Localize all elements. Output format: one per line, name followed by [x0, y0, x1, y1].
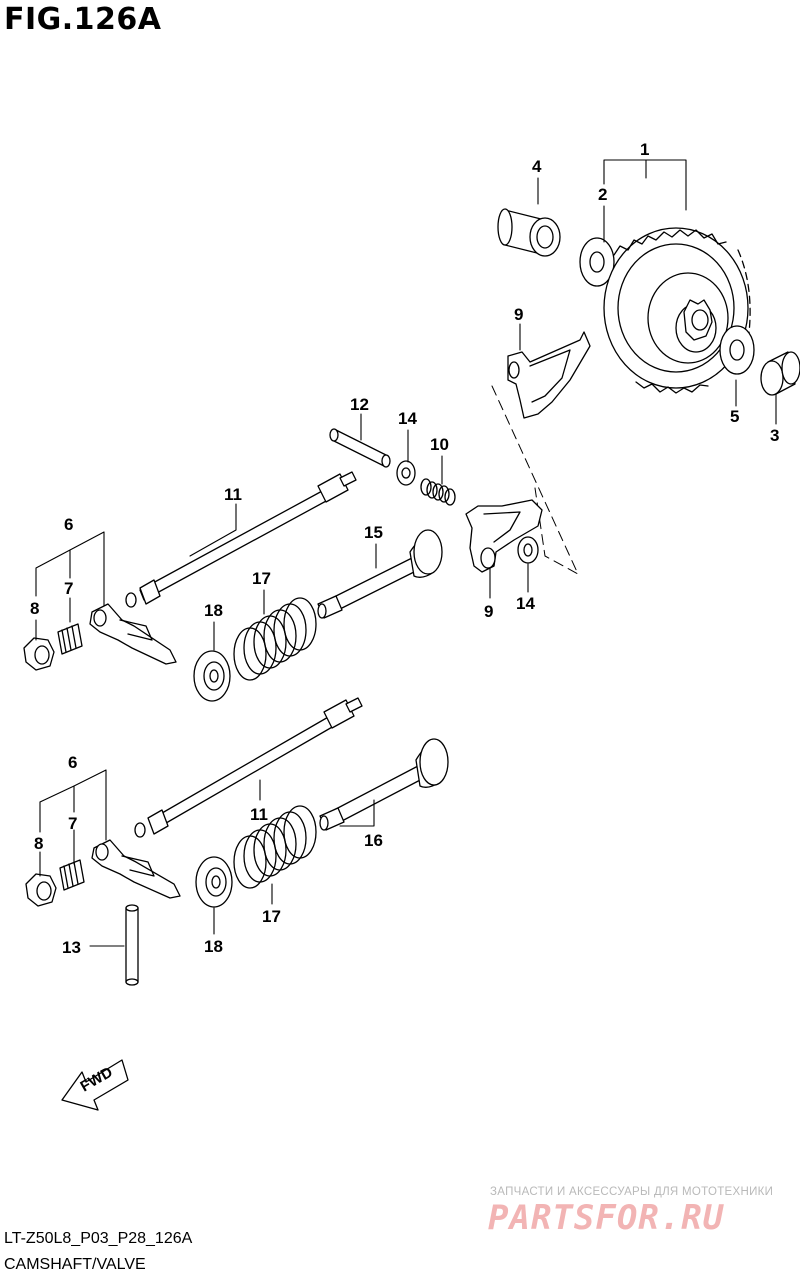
- part-2-washer[interactable]: [579, 237, 615, 287]
- callout-7-upper: 7: [64, 579, 73, 598]
- part-12-pin[interactable]: [329, 428, 391, 468]
- fwd-arrow: FWD: [61, 1059, 129, 1111]
- callout-8-upper: 8: [30, 599, 39, 618]
- callout-13: 13: [62, 938, 81, 957]
- part-17-spring-lower[interactable]: [233, 805, 317, 889]
- part-17-spring-upper[interactable]: [233, 597, 317, 681]
- part-11-rod-upper[interactable]: [125, 471, 357, 608]
- callout-17-upper: 17: [252, 569, 271, 588]
- part-14-washer-upper[interactable]: [396, 460, 416, 486]
- callout-2: 2: [598, 185, 607, 204]
- callout-1: 1: [640, 140, 649, 159]
- part-8-nut-lower[interactable]: [25, 873, 57, 907]
- callout-9-lower: 9: [484, 602, 493, 621]
- callout-14-lower: 14: [516, 594, 535, 613]
- part-10-spring[interactable]: [420, 478, 456, 506]
- callout-18-upper: 18: [204, 601, 223, 620]
- callout-5: 5: [730, 407, 739, 426]
- part-14-washer-lower[interactable]: [517, 536, 539, 564]
- figure-code: LT-Z50L8_P03_P28_126A: [4, 1230, 193, 1247]
- callout-18-lower: 18: [204, 937, 223, 956]
- callout-9-upper: 9: [514, 305, 523, 324]
- part-6-rocker-arm-upper[interactable]: [89, 603, 177, 665]
- part-15-valve-intake[interactable]: [317, 529, 443, 619]
- part-1-camshaft-gear[interactable]: [603, 227, 751, 394]
- part-9-lever-lower[interactable]: [465, 499, 543, 573]
- callout-3: 3: [770, 426, 779, 445]
- part-16-valve-exhaust[interactable]: [319, 738, 449, 831]
- part-6-rocker-arm-lower[interactable]: [91, 839, 181, 899]
- part-5-washer[interactable]: [719, 325, 755, 375]
- part-11-rod-lower[interactable]: [134, 697, 363, 838]
- part-4-bushing[interactable]: [497, 208, 561, 257]
- callout-8-lower: 8: [34, 834, 43, 853]
- callout-10: 10: [430, 435, 449, 454]
- part-8-nut-upper[interactable]: [23, 637, 55, 671]
- callout-6-lower: 6: [68, 753, 77, 772]
- part-3-bearing[interactable]: [760, 351, 800, 396]
- part-18-retainer-lower[interactable]: [195, 856, 233, 908]
- callout-11-upper: 11: [224, 485, 242, 504]
- part-13-shaft[interactable]: [125, 904, 139, 986]
- leader-lines: [35, 159, 777, 947]
- figure-title: FIG.126A: [4, 2, 162, 37]
- callout-16: 16: [364, 831, 383, 850]
- callout-12: 12: [350, 395, 369, 414]
- callout-6-upper: 6: [64, 515, 73, 534]
- part-18-retainer-upper[interactable]: [193, 650, 231, 702]
- watermark-logo: PARTSFOR.RU: [488, 1198, 725, 1238]
- part-7-screw-lower[interactable]: [59, 859, 85, 891]
- callout-15: 15: [364, 523, 383, 542]
- callout-14-upper: 14: [398, 409, 417, 428]
- figure-subtitle: CAMSHAFT/VALVE: [4, 1256, 146, 1273]
- watermark-tagline: ЗАПЧАСТИ И АКСЕССУАРЫ ДЛЯ МОТОТЕХНИКИ: [490, 1186, 774, 1198]
- part-7-screw-upper[interactable]: [57, 623, 83, 655]
- part-9-lever-upper[interactable]: [507, 331, 591, 419]
- callout-11-lower: 11: [250, 805, 268, 824]
- callout-17-lower: 17: [262, 907, 281, 926]
- callout-7-lower: 7: [68, 814, 77, 833]
- callout-4: 4: [532, 157, 542, 176]
